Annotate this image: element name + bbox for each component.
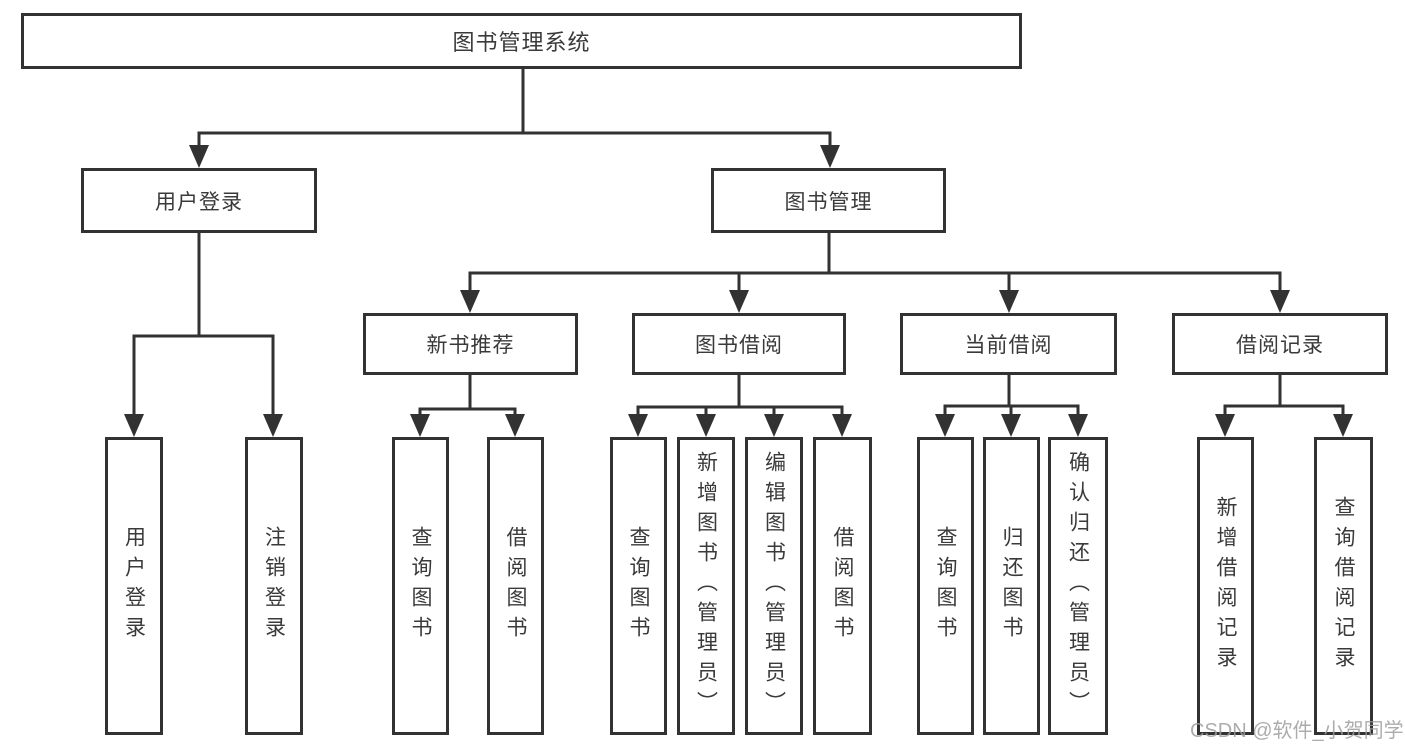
arrow-down-icon [124,414,144,437]
arrow-down-icon [460,290,480,313]
node-leaf-add-books-admin: 新增图书（管理员） [677,437,735,735]
node-book-management-branch: 图书管理 [711,168,946,233]
connector-path [636,375,844,419]
connector-path [197,69,832,150]
node-label: 新增借阅记录 [1214,496,1237,676]
arrow-down-icon [935,414,955,437]
arrow-down-icon [820,145,840,168]
connector-book-management-to-level3 [468,233,1282,295]
connector-user-login-to-children [132,233,275,419]
node-leaf-confirm-return-admin: 确认归还（管理员） [1048,437,1108,735]
arrow-down-icon [1068,414,1088,437]
arrow-down-icon [1270,290,1290,313]
arrow-down-icon [1215,414,1235,437]
node-leaf-return-books: 归还图书 [983,437,1040,735]
node-book-borrow: 图书借阅 [632,313,846,375]
node-leaf-query-borrow-record: 查询借阅记录 [1314,437,1373,735]
connector-current-borrow-to-children [943,375,1080,419]
node-borrow-records: 借阅记录 [1172,313,1388,375]
node-label: 归还图书 [1000,526,1023,646]
node-leaf-logout: 注销登录 [245,437,303,735]
connector-path [1223,375,1345,419]
node-leaf-add-borrow-record: 新增借阅记录 [1197,437,1254,735]
arrow-down-icon [410,414,430,437]
node-new-book-recommend: 新书推荐 [363,313,578,375]
node-leaf-user-login: 用户登录 [105,437,163,735]
arrow-down-icon [729,290,749,313]
node-current-borrow: 当前借阅 [900,313,1117,375]
arrow-down-icon [1001,414,1021,437]
node-label: 确认归还（管理员） [1066,451,1090,721]
arrow-down-icon [505,414,525,437]
node-label: 图书管理系统 [452,30,591,55]
arrow-down-icon [832,414,852,437]
arrow-down-icon [628,414,648,437]
arrow-down-icon [764,414,784,437]
node-label: 查询图书 [409,526,432,646]
connector-path [468,233,1282,295]
connector-root-to-level2 [197,69,832,150]
arrow-down-icon [1333,414,1353,437]
node-label: 查询图书 [934,526,957,646]
connector-path [418,375,517,419]
arrow-down-icon [696,414,716,437]
connector-book-borrow-to-children [636,375,844,419]
node-label: 用户登录 [155,190,243,214]
connector-path [132,233,275,419]
node-label: 借阅图书 [504,526,527,646]
node-label: 借阅记录 [1236,334,1324,357]
node-label: 图书管理 [784,190,873,214]
node-leaf-borrow-borrow-books: 借阅图书 [813,437,872,735]
node-library-management-system: 图书管理系统 [21,13,1022,69]
node-label: 新增图书（管理员） [694,451,718,721]
arrow-down-icon [189,145,209,168]
node-leaf-recommend-borrow-books: 借阅图书 [487,437,544,735]
node-label: 编辑图书（管理员） [762,451,786,721]
arrow-down-icon [263,414,283,437]
node-leaf-current-query-books: 查询图书 [917,437,974,735]
node-leaf-recommend-query-books: 查询图书 [392,437,449,735]
connector-path [943,375,1080,419]
node-label: 当前借阅 [964,334,1053,357]
connector-borrow-records-to-children [1223,375,1345,419]
node-label: 用户登录 [122,526,146,646]
node-label: 借阅图书 [831,526,854,646]
node-user-login-branch: 用户登录 [81,168,317,233]
node-label: 查询借阅记录 [1332,496,1355,676]
node-label: 注销登录 [262,526,286,646]
csdn-watermark: CSDN @软件_小贺同学 [1190,720,1404,742]
node-leaf-edit-books-admin: 编辑图书（管理员） [745,437,803,735]
node-label: 查询图书 [627,526,650,646]
connector-new-book-recommend-to-children [418,375,517,419]
node-leaf-borrow-query-books: 查询图书 [610,437,667,735]
node-label: 新书推荐 [426,334,515,357]
node-label: 图书借阅 [695,334,783,357]
arrow-down-icon [999,290,1019,313]
